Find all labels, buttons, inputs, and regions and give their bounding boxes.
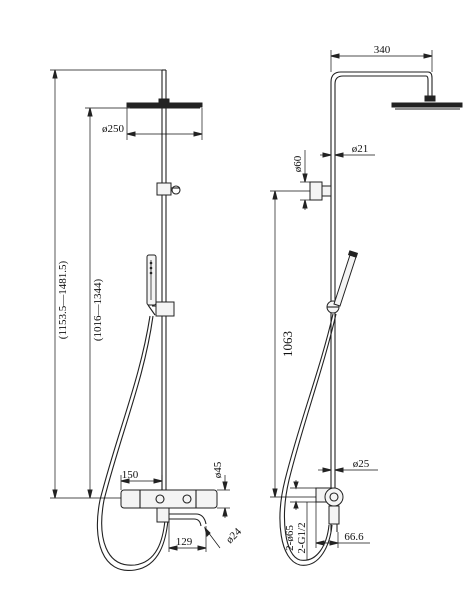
left-mixer-body — [120, 489, 218, 509]
right-side-view: 340 ø21 ø60 1063 — [270, 44, 463, 566]
left-total-height-dimension: (1153.5—1481.5) — [50, 69, 162, 499]
right-lower-pipe-diameter-dimension: ø25 — [318, 458, 378, 473]
left-mixer-width-dimension: 150 — [120, 469, 163, 490]
right-lower-pipe-diameter-label: ø25 — [353, 458, 370, 470]
right-bar-height-label: 1063 — [280, 331, 295, 357]
right-inlet-depth-dimension: 66.6 — [315, 502, 370, 548]
left-mixer-diameter-dimension: ø45 — [212, 461, 230, 518]
right-shower-head — [391, 95, 463, 110]
right-hand-shower — [333, 250, 359, 307]
right-bracket-diameter-dimension: ø60 — [292, 150, 310, 210]
left-head-diameter-label: ø250 — [102, 123, 125, 135]
right-mixer-side — [315, 487, 344, 532]
right-wall-bracket — [309, 181, 332, 201]
left-handset-holder — [152, 301, 175, 317]
right-inlet-thread-label: 2-G1/2 — [296, 522, 308, 553]
left-hand-shower — [146, 254, 157, 316]
left-head-diameter-dimension: ø250 — [102, 108, 203, 140]
right-pipe-diameter-dimension: ø21 — [320, 143, 375, 158]
right-shower-hose — [279, 313, 334, 566]
left-spout-length-dimension: 129 — [168, 522, 207, 552]
left-spout-length-label: 129 — [176, 536, 193, 548]
right-inlet-spacing-label: 2-ø65 — [284, 525, 296, 551]
right-bracket-diameter-label: ø60 — [292, 155, 304, 172]
right-bar-height-dimension: 1063 — [270, 190, 316, 498]
right-arm-length-dimension: 340 — [330, 44, 433, 72]
left-shower-hose — [96, 315, 169, 571]
right-inlet-dimension: 2-ø65 2-G1/2 — [284, 480, 316, 560]
left-total-height-label: (1153.5—1481.5) — [57, 260, 69, 339]
right-arm-length-label: 340 — [374, 44, 391, 56]
left-spout-diameter-label: ø24 — [224, 525, 245, 546]
left-shower-head — [126, 98, 203, 109]
left-upper-bracket — [156, 182, 181, 196]
left-front-view: (1153.5—1481.5) (1016—1344) ø250 150 — [50, 69, 245, 571]
left-spout — [156, 507, 207, 527]
left-spout-diameter-dimension: ø24 — [204, 525, 245, 549]
right-inlet-depth-label: 66.6 — [344, 531, 364, 543]
right-pipe-diameter-label: ø21 — [352, 143, 369, 155]
left-outlet-height-label: (1016—1344) — [92, 279, 104, 342]
right-riser-arm — [330, 71, 433, 490]
left-mixer-width-label: 150 — [122, 469, 139, 481]
left-outlet-height-dimension: (1016—1344) — [85, 107, 130, 499]
left-mixer-diameter-label: ø45 — [212, 461, 224, 478]
